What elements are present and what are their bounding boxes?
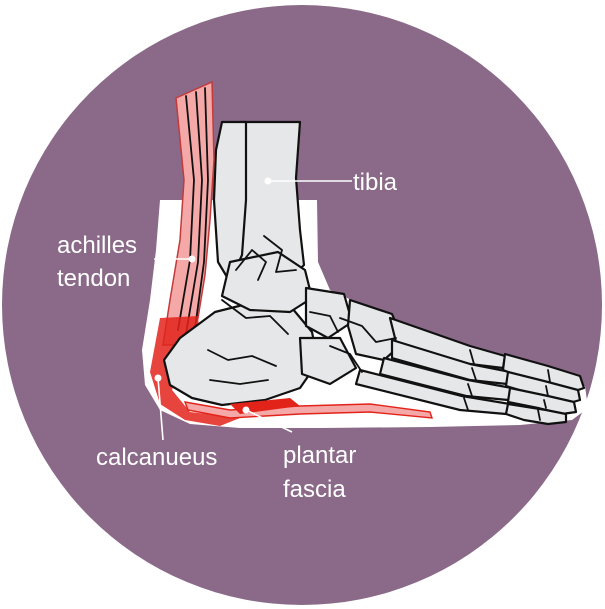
fibula-bone bbox=[214, 122, 246, 282]
achilles-label-line1: achilles bbox=[57, 232, 137, 259]
tibia-anchor-dot bbox=[265, 178, 272, 185]
plantar-label-line2: fascia bbox=[283, 476, 346, 503]
calcaneus-label: calcanueus bbox=[96, 444, 217, 471]
plantar-label-line1: plantar bbox=[283, 442, 356, 469]
tibia-label: tibia bbox=[353, 169, 398, 196]
plantar-anchor-dot bbox=[243, 407, 250, 414]
achilles-anchor-dot bbox=[189, 256, 196, 263]
calcaneus-anchor-dot bbox=[155, 375, 162, 382]
achilles-label-line2: tendon bbox=[57, 265, 130, 292]
